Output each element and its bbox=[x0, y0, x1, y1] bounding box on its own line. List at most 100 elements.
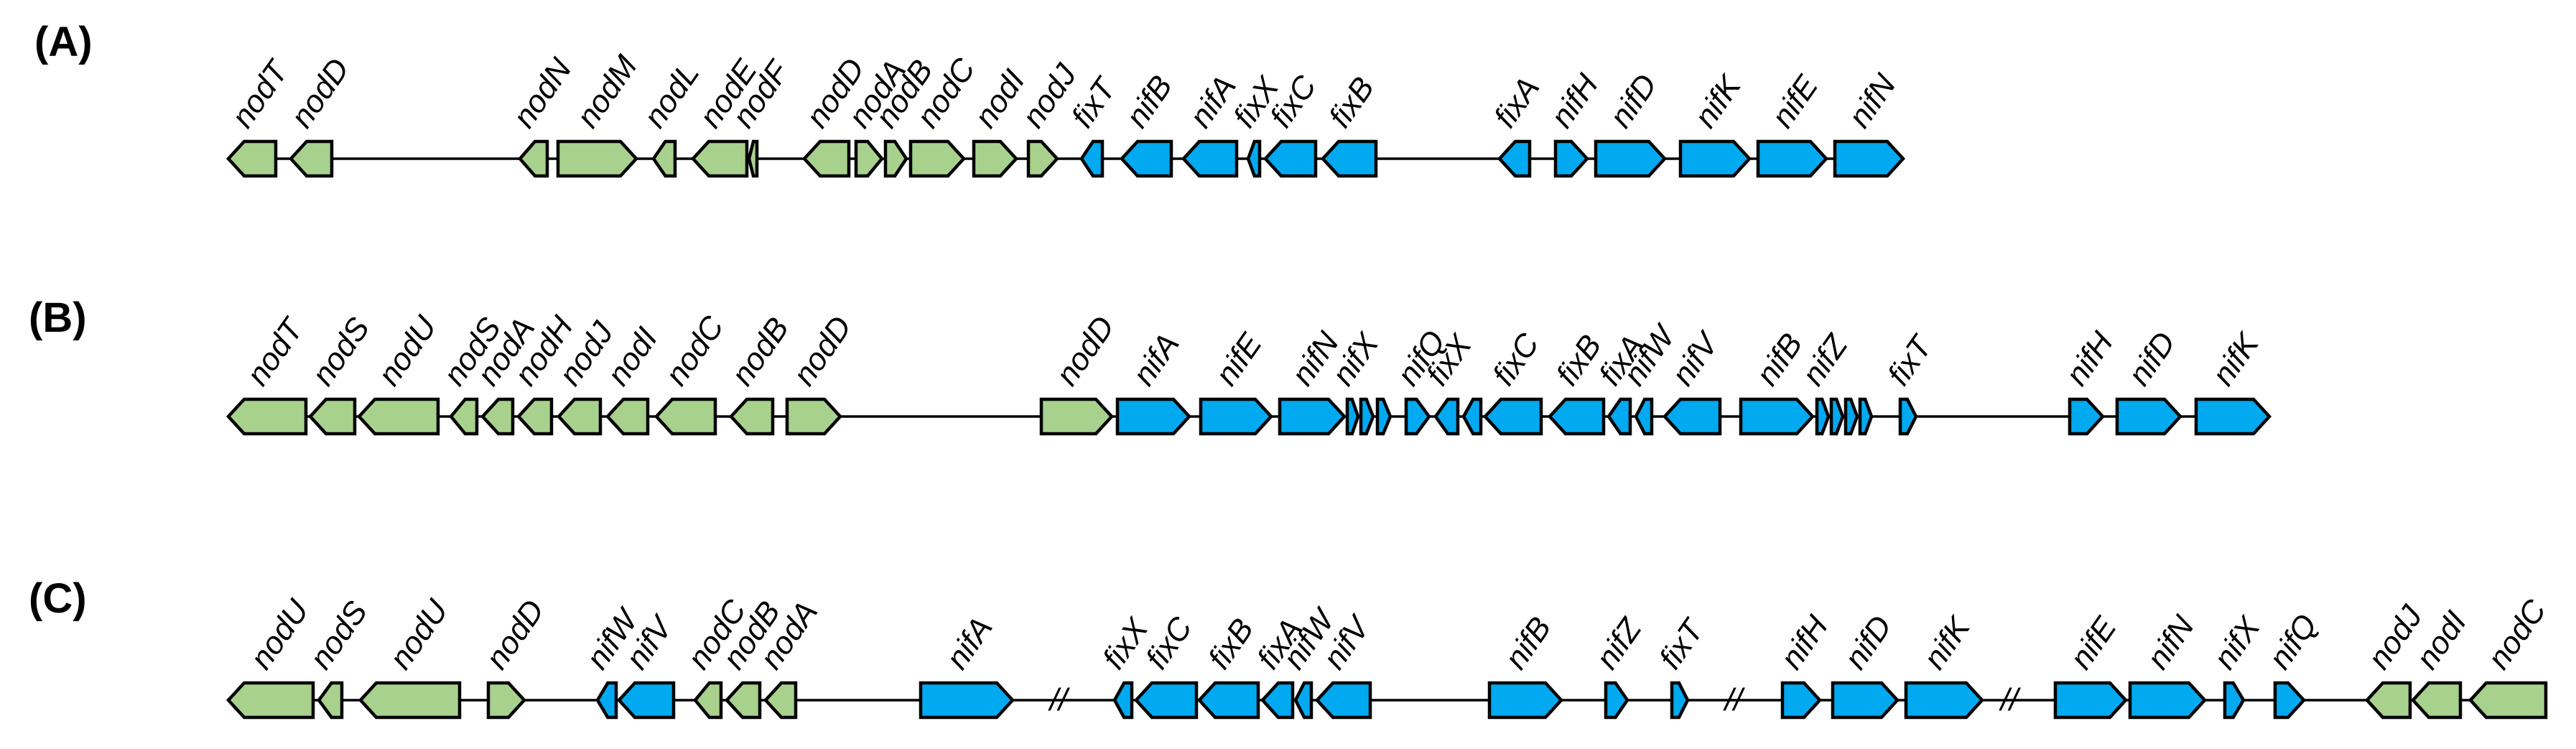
gene-label-nodB: nodB bbox=[725, 311, 796, 391]
gene-arrow-nodS bbox=[307, 397, 357, 436]
panel-label-b: (B) bbox=[29, 294, 87, 341]
gene-arrow-nodI bbox=[2410, 681, 2463, 720]
gene-arrow-fixB bbox=[1196, 681, 1260, 720]
gene-arrow-fixT bbox=[1670, 681, 1690, 720]
gene-arrow-nifW bbox=[595, 681, 618, 720]
gene-arrow-fixA bbox=[1606, 397, 1632, 436]
gene-arrow-nifE bbox=[2053, 681, 2129, 720]
gene-arrow-nifH bbox=[1780, 681, 1823, 720]
gene-label-nodM: nodM bbox=[570, 49, 644, 134]
gene-arrow-nodH bbox=[516, 397, 554, 436]
gene-arrow-nifE bbox=[1756, 139, 1829, 178]
gene-label-nifB: nifB bbox=[1749, 327, 1810, 392]
gene-arrow-nifN bbox=[1278, 397, 1347, 436]
gene-arrow-nifX bbox=[1345, 397, 1360, 436]
gene-arrow-nodD bbox=[785, 397, 843, 436]
gene-arrow-nodC bbox=[2468, 681, 2548, 720]
gene-label-nifA: nifA bbox=[1183, 70, 1243, 134]
gene-arrow-nifK bbox=[2194, 397, 2272, 436]
gene-arrow-nifQ bbox=[2273, 681, 2307, 720]
gene-arrow-fixC bbox=[1263, 139, 1318, 178]
gene-arrow-nifA bbox=[1181, 139, 1239, 178]
gene-label-nifH: nifH bbox=[1774, 609, 1835, 675]
gene-arrow-nodC bbox=[908, 139, 967, 178]
gene-arrow-fixT bbox=[1898, 397, 1918, 436]
gene-arrow-nodU bbox=[356, 397, 440, 436]
gene-label-nodS: nodS bbox=[305, 311, 376, 391]
gene-label-nodU: nodU bbox=[243, 593, 316, 675]
gene-arrow-nodI bbox=[972, 139, 1019, 178]
gene-label-fixC: fixC bbox=[1263, 69, 1324, 134]
gene-arrow-nodD bbox=[1039, 397, 1115, 436]
gene-label-nodU: nodU bbox=[371, 310, 444, 391]
gene-label-fixT: fixT bbox=[1652, 612, 1712, 676]
gene-label-nodT: nodT bbox=[225, 53, 296, 134]
gene-arrow-nodJ bbox=[556, 397, 603, 436]
gene-label-nifZ: nifZ bbox=[1589, 611, 1649, 676]
gene-label-nodT: nodT bbox=[240, 311, 311, 392]
gene-arrow-unlabeled bbox=[1359, 397, 1375, 436]
gene-arrow-nifN bbox=[2128, 681, 2208, 720]
gene-label-nifA: nifA bbox=[939, 611, 1000, 676]
gene-arrow-nodU bbox=[358, 681, 462, 720]
gene-arrow-nifW bbox=[1293, 681, 1313, 720]
gene-arrow-nodI bbox=[605, 397, 650, 436]
gene-label-nifE: nifE bbox=[1765, 69, 1826, 134]
panel-label-a: (A) bbox=[34, 19, 93, 65]
gene-label-nodL: nodL bbox=[637, 56, 706, 134]
gene-arrow-nodC bbox=[654, 397, 717, 436]
gene-label-nifD: nifD bbox=[2121, 326, 2182, 392]
gene-arrow-nodA bbox=[854, 139, 884, 178]
gene-arrow-nodB bbox=[728, 397, 775, 436]
sequence-break-mark: // bbox=[1999, 682, 2021, 717]
gene-label-nifQ: nifQ bbox=[2262, 608, 2324, 676]
gene-arrow-nodJ bbox=[1026, 139, 1060, 178]
gene-label-nodD: nodD bbox=[284, 52, 356, 134]
gene-label-nifD: nifD bbox=[1603, 68, 1664, 134]
gene-arrow-nifZ bbox=[1815, 397, 1831, 436]
gene-label-nifE: nifE bbox=[2063, 610, 2124, 676]
gene-label-nodS: nodS bbox=[303, 595, 374, 675]
gene-arrow-unlabeled bbox=[1858, 397, 1874, 436]
gene-arrow-fixC bbox=[1482, 397, 1543, 436]
gene-arrow-nodU bbox=[225, 681, 315, 720]
gene-label-nifK: nifK bbox=[1688, 68, 1749, 134]
gene-arrow-nifE bbox=[1199, 397, 1274, 436]
gene-arrow-unlabeled bbox=[1843, 397, 1859, 436]
gene-label-nifX: nifX bbox=[2207, 610, 2268, 676]
gene-arrow-nifH bbox=[1553, 139, 1590, 178]
gene-arrow-nifA bbox=[919, 681, 1015, 720]
gene-arrow-nodJ bbox=[2364, 681, 2412, 720]
gene-label-fixC: fixC bbox=[1139, 610, 1199, 676]
gene-arrow-nifK bbox=[1678, 139, 1752, 178]
gene-label-fixT: fixT bbox=[1881, 328, 1940, 392]
gene-label-nifX: nifX bbox=[1326, 326, 1387, 392]
gene-arrow-nodS bbox=[449, 397, 479, 436]
gene-arrow-nifB bbox=[1119, 139, 1173, 178]
gene-label-nodC: nodC bbox=[659, 309, 731, 391]
gene-arrow-fixX bbox=[1246, 139, 1262, 178]
gene-arrow-nifZ bbox=[1604, 681, 1629, 720]
gene-label-nodU: nodU bbox=[383, 593, 455, 675]
gene-arrow-fixA bbox=[1497, 139, 1532, 178]
gene-arrow-nodD bbox=[288, 139, 334, 178]
gene-label-nodD: nodD bbox=[1049, 310, 1121, 391]
gene-label-nifZ: nifZ bbox=[1795, 327, 1855, 392]
gene-arrow-nodD bbox=[486, 681, 527, 720]
gene-arrow-nifV bbox=[1662, 397, 1722, 436]
gene-label-nodN: nodN bbox=[506, 52, 579, 134]
gene-arrow-nodN bbox=[518, 139, 549, 178]
gene-arrow-nodF bbox=[747, 139, 759, 178]
gene-arrow-nodD bbox=[801, 139, 851, 178]
gene-label-nifH: nifH bbox=[1544, 68, 1605, 134]
gene-arrow-nifQ bbox=[1404, 397, 1431, 436]
gene-arrow-nodA bbox=[763, 681, 798, 720]
gene-label-nifH: nifH bbox=[2059, 325, 2120, 391]
gene-label-nodD: nodD bbox=[786, 310, 858, 391]
gene-arrow-nodC bbox=[693, 681, 723, 720]
gene-arrow-fixX bbox=[1433, 397, 1460, 436]
gene-arrow-nifK bbox=[1904, 681, 1985, 720]
gene-label-nifK: nifK bbox=[1917, 610, 1978, 676]
